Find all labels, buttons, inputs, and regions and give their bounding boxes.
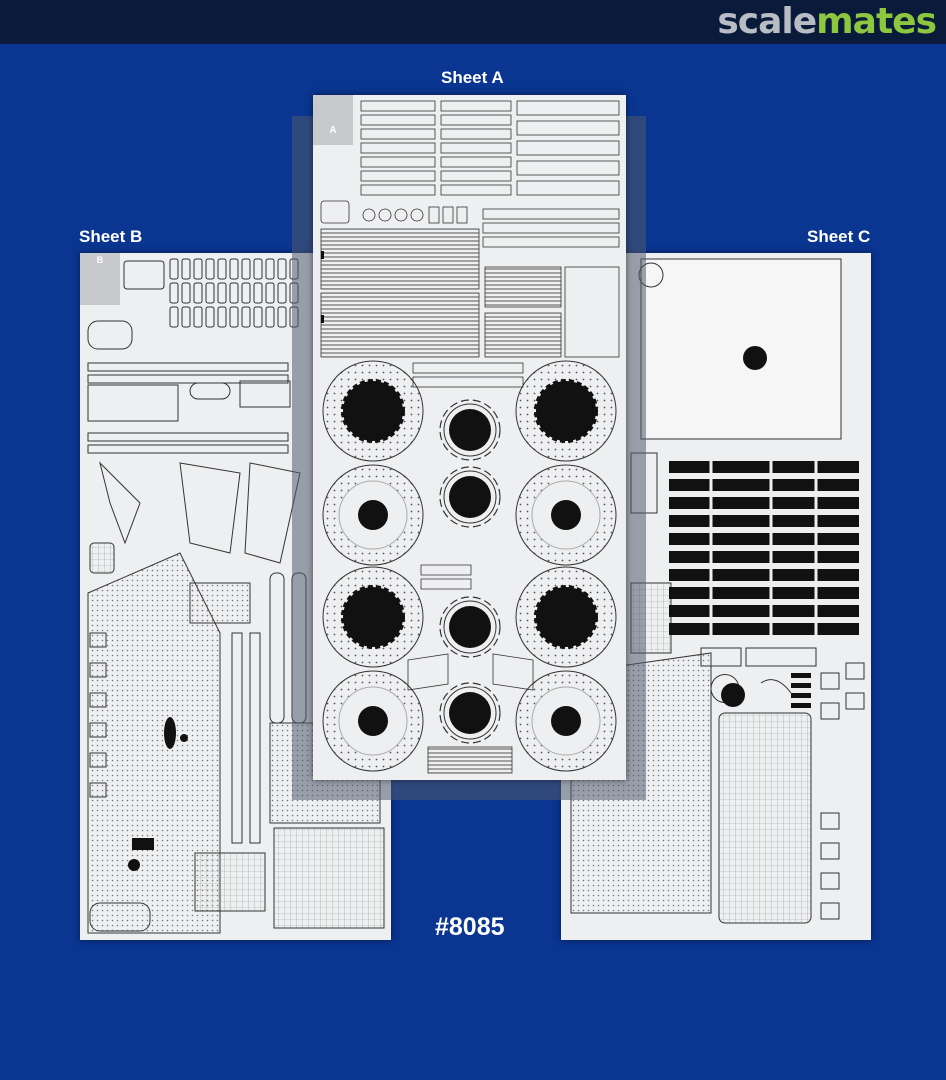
sheet-b-label: Sheet B [79,227,143,246]
sheet-b-corner-letter: B [96,255,104,265]
sheet-c-label: Sheet C [807,227,871,246]
sheet-b-parts [80,253,385,934]
scalemates-logo[interactable]: scalemates [717,1,937,42]
product-code: #8085 [435,913,505,941]
sheet-a-parts [313,95,620,774]
top-bar: scalemates [0,0,946,44]
sheet-a-label: Sheet A [441,68,504,87]
sheet-a-image: A [313,95,626,780]
sheet-a-corner-letter: A [329,125,337,136]
